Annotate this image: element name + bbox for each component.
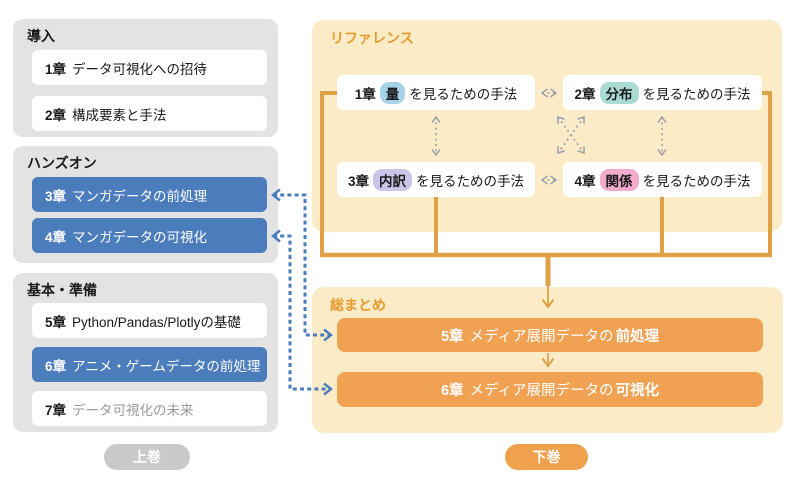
chapter-num: 3章 — [45, 188, 67, 204]
chapter-mid: メディア展開データの — [469, 383, 614, 399]
volume-1-badge: 上巻 — [104, 444, 190, 470]
chapter-7-item: 7章 データ可視化の未来 — [32, 391, 267, 426]
chapter-title: マンガデータの前処理 — [72, 188, 208, 204]
reference-panel: リファレンス 1章 量 を見るための手法 2章 分布 を見るための手法 3章 内… — [312, 20, 782, 232]
summary-chapter-6-box: 6章 メディア展開データの 可視化 — [337, 372, 763, 407]
summary-panel: 総まとめ 5章 メディア展開データの 前処理 6章 メディア展開データの 可視化 — [312, 287, 783, 433]
ref-chapter-3-box: 3章 内訳 を見るための手法 — [337, 162, 535, 197]
chapter-num: 5章 — [440, 328, 464, 345]
chapter-6-item: 6章 アニメ・ゲームデータの前処理 — [32, 347, 267, 382]
summary-panel-title: 総まとめ — [330, 297, 386, 313]
chapter-title: Python/Pandas/Plotlyの基礎 — [72, 314, 241, 330]
volume-2-badge: 下巻 — [505, 444, 588, 470]
chapter-mid: メディア展開データの — [469, 328, 614, 345]
ref-chapter-4-box: 4章 関係 を見るための手法 — [563, 162, 762, 197]
chapter-num: 4章 — [45, 229, 67, 245]
chapter-num: 2章 — [574, 86, 596, 102]
chapter-num: 1章 — [354, 86, 376, 102]
chapter-title: アニメ・ゲームデータの前処理 — [72, 358, 261, 374]
chapter-1-item: 1章 データ可視化への招待 — [32, 50, 267, 85]
chapter-title: マンガデータの可視化 — [72, 229, 208, 245]
chapter-title: データ可視化への招待 — [72, 61, 208, 77]
chapter-num: 2章 — [45, 107, 67, 123]
chapter-rest: を見るための手法 — [416, 173, 524, 189]
keyword-breakdown-pill: 内訳 — [373, 168, 412, 191]
group-hands-on: ハンズオン 3章 マンガデータの前処理 4章 マンガデータの可視化 — [13, 146, 278, 263]
chapter-5-item: 5章 Python/Pandas/Plotlyの基礎 — [32, 303, 267, 338]
keyword-amount-pill: 量 — [379, 81, 406, 104]
chapter-title: データ可視化の未来 — [72, 402, 194, 418]
group-hands-on-title: ハンズオン — [27, 155, 97, 171]
chapter-rest: を見るための手法 — [642, 86, 751, 102]
ref-chapter-2-box: 2章 分布 を見るための手法 — [563, 75, 762, 110]
chapter-2-item: 2章 構成要素と手法 — [32, 96, 267, 131]
ref-chapter-1-box: 1章 量 を見るための手法 — [337, 75, 535, 110]
chapter-num: 4章 — [574, 173, 596, 189]
chapter-emphasis: 可視化 — [615, 383, 660, 399]
chapter-emphasis: 前処理 — [615, 328, 660, 345]
chapter-num: 7章 — [45, 402, 67, 418]
chapter-3-item: 3章 マンガデータの前処理 — [32, 177, 267, 212]
chapter-num: 6章 — [45, 358, 67, 374]
chapter-num: 5章 — [45, 314, 67, 330]
reference-panel-title: リファレンス — [330, 30, 414, 46]
chapter-title: 構成要素と手法 — [72, 107, 167, 123]
chapter-rest: を見るための手法 — [409, 86, 518, 102]
group-intro-title: 導入 — [27, 28, 55, 44]
chapter-4-item: 4章 マンガデータの可視化 — [32, 218, 267, 253]
group-basics-title: 基本・準備 — [27, 282, 97, 298]
chapter-rest: を見るための手法 — [642, 173, 751, 189]
group-intro: 導入 1章 データ可視化への招待 2章 構成要素と手法 — [13, 19, 278, 137]
summary-chapter-5-box: 5章 メディア展開データの 前処理 — [337, 318, 763, 352]
group-basics: 基本・準備 5章 Python/Pandas/Plotlyの基礎 6章 アニメ・… — [13, 273, 278, 432]
keyword-distribution-pill: 分布 — [599, 81, 639, 104]
chapter-num: 6章 — [440, 383, 464, 399]
chapter-num: 3章 — [347, 173, 369, 189]
chapter-num: 1章 — [45, 61, 67, 77]
keyword-relation-pill: 関係 — [599, 168, 639, 191]
